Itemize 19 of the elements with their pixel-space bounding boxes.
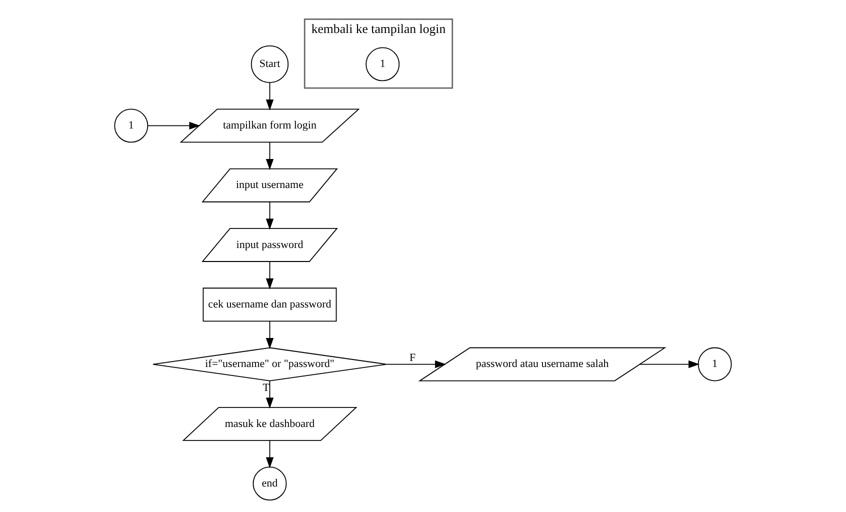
arrow	[266, 261, 274, 290]
node-diamond: if="username" or "password"	[152, 347, 387, 382]
arrow	[266, 320, 274, 349]
arrow	[148, 122, 200, 130]
node-circle: end	[252, 466, 287, 501]
node-circle: 1	[114, 108, 148, 143]
node-circle: 1	[698, 347, 732, 382]
edge-label: F	[410, 352, 416, 364]
arrow	[266, 202, 274, 230]
arrow	[640, 360, 700, 368]
edge-label: T	[262, 382, 270, 394]
node-circle: 1	[366, 47, 400, 82]
node-circle: Start	[250, 45, 289, 84]
arrow	[266, 380, 274, 409]
arrow	[386, 360, 446, 368]
arrow	[266, 82, 274, 111]
arrow	[266, 440, 274, 468]
arrow	[266, 142, 274, 170]
node-box: cek username dan password	[202, 288, 337, 322]
